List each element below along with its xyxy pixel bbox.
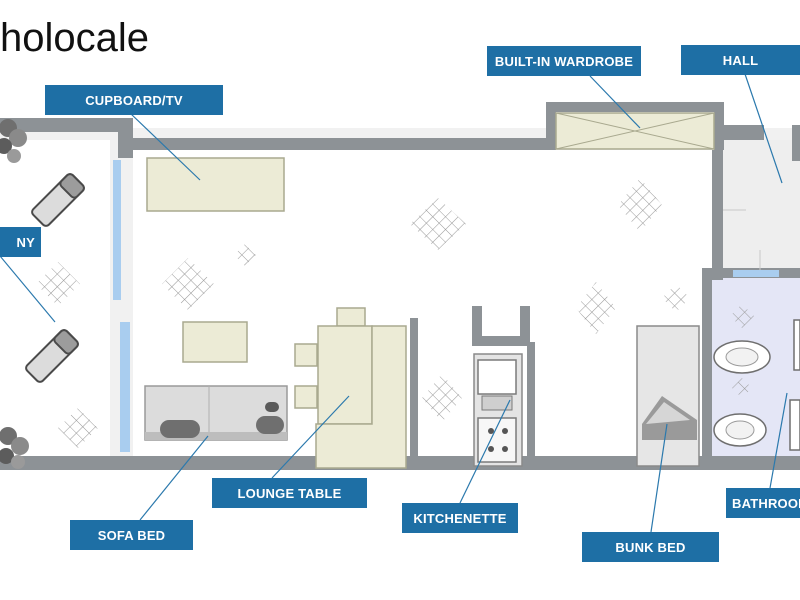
plant-bottom-left — [0, 427, 29, 469]
built-in-wardrobe — [555, 112, 715, 150]
sofa-bed — [144, 385, 288, 441]
sink-icon — [793, 319, 800, 371]
label-bunk-bed: BUNK BED — [582, 532, 719, 562]
kitchenette-unit — [473, 353, 523, 467]
plan-title: holocale — [0, 16, 150, 60]
coffee-table — [182, 321, 248, 363]
label-lounge-table: LOUNGE TABLE — [212, 478, 367, 508]
cupboard-tv-unit — [146, 157, 285, 212]
label-bathroom: BATHROOM — [726, 488, 800, 518]
balcony-window-upper — [113, 160, 121, 300]
lounge-table-set — [294, 307, 407, 469]
plant-top-left — [0, 119, 27, 163]
label-leader-lines — [0, 73, 788, 533]
floor-tile-patterns — [36, 178, 754, 448]
shower-tray — [789, 399, 800, 451]
label-balcony: NY — [0, 227, 41, 257]
deck-chair-icon — [31, 173, 85, 227]
hall-floor — [723, 140, 800, 270]
label-hall: HALL — [681, 45, 800, 75]
deck-chair-icon — [25, 329, 79, 383]
bunk-bed — [636, 325, 700, 467]
label-sofa-bed: SOFA BED — [70, 520, 193, 550]
hall-door-swing — [723, 209, 761, 270]
balcony-window-lower — [120, 322, 130, 452]
bathroom-vent — [733, 270, 779, 277]
label-kitchenette: KITCHENETTE — [402, 503, 518, 533]
label-cupboard-tv: CUPBOARD/TV — [45, 85, 223, 115]
bathroom-fixtures — [713, 270, 800, 451]
label-built-in-wardrobe: BUILT-IN WARDROBE — [487, 46, 641, 76]
